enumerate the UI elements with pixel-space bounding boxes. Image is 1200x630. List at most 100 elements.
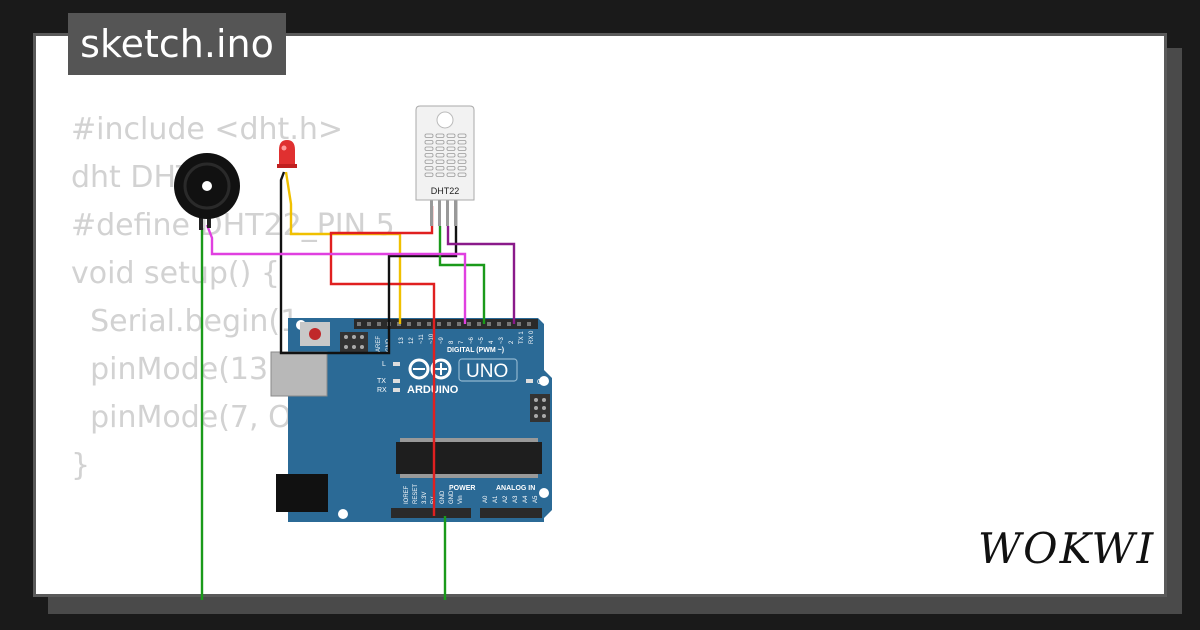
grille-slot (457, 172, 467, 177)
on-label: ON (537, 379, 548, 386)
mount-hole (539, 376, 549, 386)
reset-button-cap[interactable] (309, 328, 321, 340)
digital-pin-label: TX 1 (519, 331, 525, 344)
wire-black[interactable] (279, 171, 458, 355)
grille-slot (435, 172, 445, 177)
power-pin-label: GND (440, 490, 446, 504)
grille-slot (424, 133, 434, 138)
pin-hole[interactable] (417, 322, 421, 326)
digital-pin-label: 2 (509, 340, 515, 344)
aref-label: AREF (376, 336, 382, 352)
grille-slot (446, 172, 456, 177)
digital-label: DIGITAL (PWM ~) (447, 347, 504, 354)
pin-hole[interactable] (507, 322, 511, 326)
grille-slot (435, 166, 445, 171)
dht22-label: DHT22 (431, 186, 460, 196)
power-pin-label: 3.3V (422, 492, 428, 504)
dht22-sensor[interactable]: DHT22 (415, 105, 475, 226)
sensor-pin (454, 198, 457, 226)
pin-hole[interactable] (377, 322, 381, 326)
l-label: L (382, 361, 386, 368)
preview-card: #include <dht.h>dht DHT;#define DHT22_PI… (33, 33, 1167, 597)
power-pin-label: Vin (458, 495, 464, 504)
grille-slot (446, 153, 456, 158)
sensor-grille (424, 133, 467, 177)
digital-pin-label: 7 (459, 340, 465, 344)
analog-pin-label: A0 (483, 495, 489, 503)
digital-pin-label: 4 (489, 340, 495, 344)
buzzer-hole (202, 181, 212, 191)
digital-pin-label: RX 0 (529, 330, 535, 344)
digital-pin-label: ~5 (479, 336, 485, 344)
grille-slot (424, 153, 434, 158)
pin-hole[interactable] (427, 322, 431, 326)
digital-pin-label: ~3 (499, 336, 505, 344)
usb-port (270, 351, 328, 397)
uno-badge (458, 358, 518, 382)
pin-hole[interactable] (437, 322, 441, 326)
buzzer-pin (199, 210, 203, 230)
wires (200, 171, 516, 600)
wire-green-sensor[interactable] (438, 226, 486, 324)
sensor-mount-hole (436, 111, 454, 129)
grille-slot (424, 166, 434, 171)
buzzer-ring (183, 162, 231, 210)
code-line: } (71, 448, 91, 483)
analog-pin-label: A2 (503, 495, 509, 503)
icsp-header (340, 332, 368, 352)
buzzer-pin (207, 210, 211, 228)
grille-slot (435, 153, 445, 158)
pin-hole[interactable] (457, 322, 461, 326)
grille-slot (457, 159, 467, 164)
wokwi-logo: WOKWI (978, 524, 1156, 573)
pin-hole[interactable] (477, 322, 481, 326)
wire-magenta[interactable] (205, 224, 467, 324)
code-line: void setup() { (71, 256, 280, 291)
uno-label: UNO (466, 361, 508, 382)
pin-hole[interactable] (487, 322, 491, 326)
arduino-uno-board[interactable]: UNO ARDUINO DIGITAL (PWM ~) POWER ANALOG… (270, 318, 552, 522)
pin-hole[interactable] (517, 322, 521, 326)
wire-red[interactable] (329, 206, 436, 516)
pin-hole[interactable] (467, 322, 471, 326)
power-label: POWER (449, 485, 475, 492)
grille-slot (424, 140, 434, 145)
pin-hole[interactable] (357, 322, 361, 326)
pin-hole[interactable] (497, 322, 501, 326)
analog-header (480, 508, 542, 518)
tx-label: TX (377, 378, 386, 385)
power-pin-label: GND (449, 490, 455, 504)
code-line: pinMode(13, (71, 352, 278, 387)
digital-pin-label: ~11 (419, 334, 425, 344)
grille-slot (446, 166, 456, 171)
grille-slot (457, 153, 467, 158)
digital-pin-label: 8 (449, 340, 455, 344)
analog-pin-label: A1 (493, 495, 499, 503)
grille-slot (424, 146, 434, 151)
pin-hole[interactable] (447, 322, 451, 326)
wire-yellow[interactable] (284, 171, 402, 324)
digital-header (354, 319, 538, 329)
power-pin-label: IOREF (404, 485, 410, 504)
sensor-pin (438, 198, 441, 226)
l-led (393, 362, 400, 366)
wire-purple[interactable] (446, 226, 516, 324)
power-jack (276, 474, 328, 512)
digital-pin-label: ~6 (469, 336, 475, 344)
led-highlight (281, 145, 287, 151)
pin-hole[interactable] (407, 322, 411, 326)
tx-led (393, 379, 400, 383)
pin-hole[interactable] (527, 322, 531, 326)
digital-pin-label: ~9 (439, 336, 445, 344)
grille-slot (435, 140, 445, 145)
power-header (391, 508, 471, 518)
rx-label: RX (377, 387, 387, 394)
red-led[interactable] (277, 140, 297, 168)
icsp-header-right (530, 394, 550, 422)
grille-slot (457, 146, 467, 151)
buzzer[interactable] (174, 153, 240, 230)
pin-hole[interactable] (367, 322, 371, 326)
rx-led (393, 388, 400, 392)
